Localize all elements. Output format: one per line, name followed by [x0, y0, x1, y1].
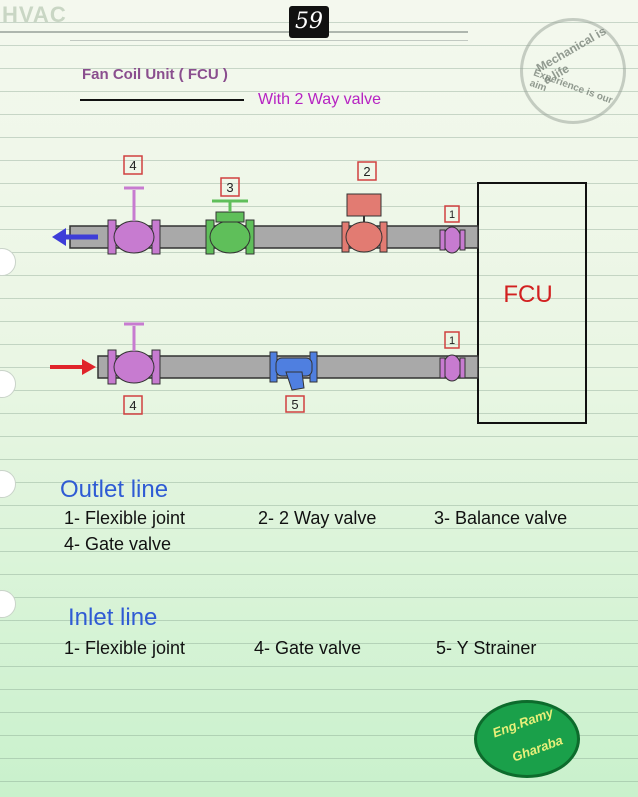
- outlet-arrow: [52, 228, 98, 246]
- outlet-item: 2- 2 Way valve: [258, 508, 377, 528]
- page-number: 59: [289, 6, 329, 38]
- tag-box: [220, 177, 240, 197]
- header-rule: [0, 31, 468, 33]
- balance-valve: [205, 199, 255, 255]
- inlet-item: 4- Gate valve: [254, 638, 362, 658]
- tag-box: [357, 161, 377, 181]
- tag-box: [444, 331, 460, 349]
- outlet-tag-balance-valve: 3: [226, 180, 233, 195]
- header-rule-secondary: [70, 40, 468, 41]
- gate-valve-inlet: [107, 322, 161, 385]
- two-way-valve: [341, 193, 388, 253]
- fcu-label: FCU: [503, 281, 552, 308]
- flexible-joint-inlet: [439, 354, 466, 382]
- inlet-tag-y-strainer: 5: [291, 397, 298, 412]
- author-logo: Eng.Ramy Gharaba: [474, 700, 580, 778]
- logo-line1: Eng.Ramy: [490, 704, 556, 741]
- flexible-joint-outlet: [439, 226, 466, 254]
- title-underline: [80, 99, 244, 101]
- inlet-arrow: [50, 359, 96, 375]
- y-strainer: [269, 351, 318, 391]
- outlet-item: 1- Flexible joint: [64, 508, 186, 528]
- outlet-tag-two-way-valve: 2: [363, 164, 370, 179]
- page-subtitle: With 2 Way valve: [258, 91, 381, 108]
- piping-diagram: FCU 4 3: [50, 155, 587, 424]
- tag-box: [123, 395, 143, 415]
- outlet-item: 4- Gate valve: [64, 534, 172, 554]
- tag-box: [123, 155, 143, 175]
- inlet-heading: Inlet line: [68, 604, 158, 631]
- watermark-stamp: Mechanical is a life Experience is our a…: [520, 18, 626, 124]
- outlet-heading: Outlet line: [60, 476, 169, 503]
- outlet-tag-gate-valve: 4: [129, 158, 136, 173]
- outlet-item: 3- Balance valve: [434, 508, 568, 528]
- inlet-item: 5- Y Strainer: [436, 638, 537, 658]
- subject-label: HVAC: [2, 2, 67, 27]
- logo-line2: Gharaba: [510, 732, 565, 765]
- inlet-tag-flexible-joint: 1: [449, 335, 455, 347]
- tag-box: [285, 395, 305, 413]
- fcu-box: [477, 182, 587, 424]
- outlet-tag-flexible-joint: 1: [449, 209, 455, 221]
- page-title: Fan Coil Unit ( FCU ): [82, 66, 228, 83]
- gate-valve-outlet: [107, 186, 161, 255]
- inlet-tag-gate-valve: 4: [129, 398, 136, 413]
- inlet-item: 1- Flexible joint: [64, 638, 186, 658]
- tag-box: [444, 205, 460, 223]
